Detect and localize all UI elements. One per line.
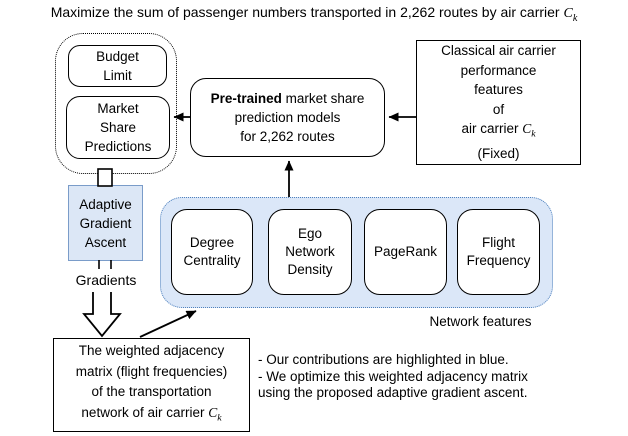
flight-frequency-line: Flight <box>481 235 515 250</box>
figure-title: Maximize the sum of passenger numbers tr… <box>0 3 628 28</box>
market-share-line: Market <box>97 101 139 116</box>
adjacency-line4-prefix: network of air carrier <box>81 404 209 420</box>
adaptive-line: Adaptive <box>79 196 132 212</box>
budget-limit-box: Budget Limit <box>68 45 167 87</box>
market-share-line: Predictions <box>84 139 152 154</box>
adjacency-line: of the transportation <box>91 384 212 400</box>
adaptive-gradient-ascent-box: Adaptive Gradient Ascent <box>68 185 143 261</box>
pretrained-line3: for 2,262 routes <box>240 129 335 144</box>
pretrained-line2: prediction models <box>234 110 341 125</box>
adaptive-line: Gradient <box>79 215 132 231</box>
degree-centrality-line: Centrality <box>183 253 241 268</box>
ego-density-line: Ego <box>297 226 323 241</box>
degree-centrality-box: Degree Centrality <box>171 209 253 295</box>
note-line: - Our contributions are highlighted in b… <box>258 352 509 367</box>
classical-line: performance <box>460 62 537 78</box>
flight-frequency-line: Frequency <box>466 253 531 268</box>
adjacency-line: matrix (flight frequencies) <box>75 363 228 379</box>
carrier-symbol: Ck <box>208 404 222 424</box>
arrow-adjacency-to-region <box>139 310 197 338</box>
hollow-arrow-gradients-to-adjacency <box>82 292 122 338</box>
note-line: using the proposed adaptive gradient asc… <box>258 385 528 400</box>
classical-line5-prefix: air carrier <box>461 121 523 137</box>
classical-line: (Fixed) <box>477 146 520 162</box>
classical-line: features <box>474 82 523 98</box>
carrier-symbol: Ck <box>563 6 578 24</box>
pretrained-models-box: Pre-trained market share prediction mode… <box>190 78 385 157</box>
market-share-line: Share <box>99 120 137 135</box>
carrier-symbol: Ck <box>522 121 536 140</box>
adjacency-line: network of air carrier Ck <box>81 403 221 429</box>
ego-density-line: Network <box>285 244 335 259</box>
classical-features-box: Classical air carrier performance featur… <box>416 40 581 165</box>
pretrained-bold-text: Pre-trained <box>210 91 282 106</box>
constraints-group <box>55 33 177 174</box>
pretrained-line1: Pre-trained market share <box>211 89 365 108</box>
budget-limit-line: Limit <box>103 68 132 83</box>
classical-line: air carrier Ck <box>461 119 535 144</box>
degree-centrality-line: Degree <box>189 235 235 250</box>
ego-network-density-box: Ego Network Density <box>268 209 352 295</box>
budget-limit-line: Budget <box>96 49 139 64</box>
classical-line: Classical air carrier <box>441 43 556 59</box>
ego-density-line: Density <box>287 262 333 277</box>
pagerank-line: PageRank <box>373 244 438 259</box>
network-features-caption: Network features <box>429 314 532 329</box>
contribution-notes: - Our contributions are highlighted in b… <box>258 352 622 402</box>
figure-title-text: Maximize the sum of passenger numbers tr… <box>50 4 564 20</box>
classical-line: of <box>492 101 505 117</box>
adaptive-line: Ascent <box>84 234 127 250</box>
adjacency-matrix-box: The weighted adjacency matrix (flight fr… <box>53 338 250 432</box>
gradients-label: Gradients <box>75 272 137 288</box>
pretrained-line1-rest: market share <box>281 91 365 106</box>
market-share-predictions-box: Market Share Predictions <box>66 96 170 159</box>
pagerank-box: PageRank <box>364 209 447 295</box>
flight-frequency-box: Flight Frequency <box>457 209 540 295</box>
adjacency-line: The weighted adjacency <box>78 343 225 359</box>
note-line: - We optimize this weighted adjacency ma… <box>258 368 528 384</box>
